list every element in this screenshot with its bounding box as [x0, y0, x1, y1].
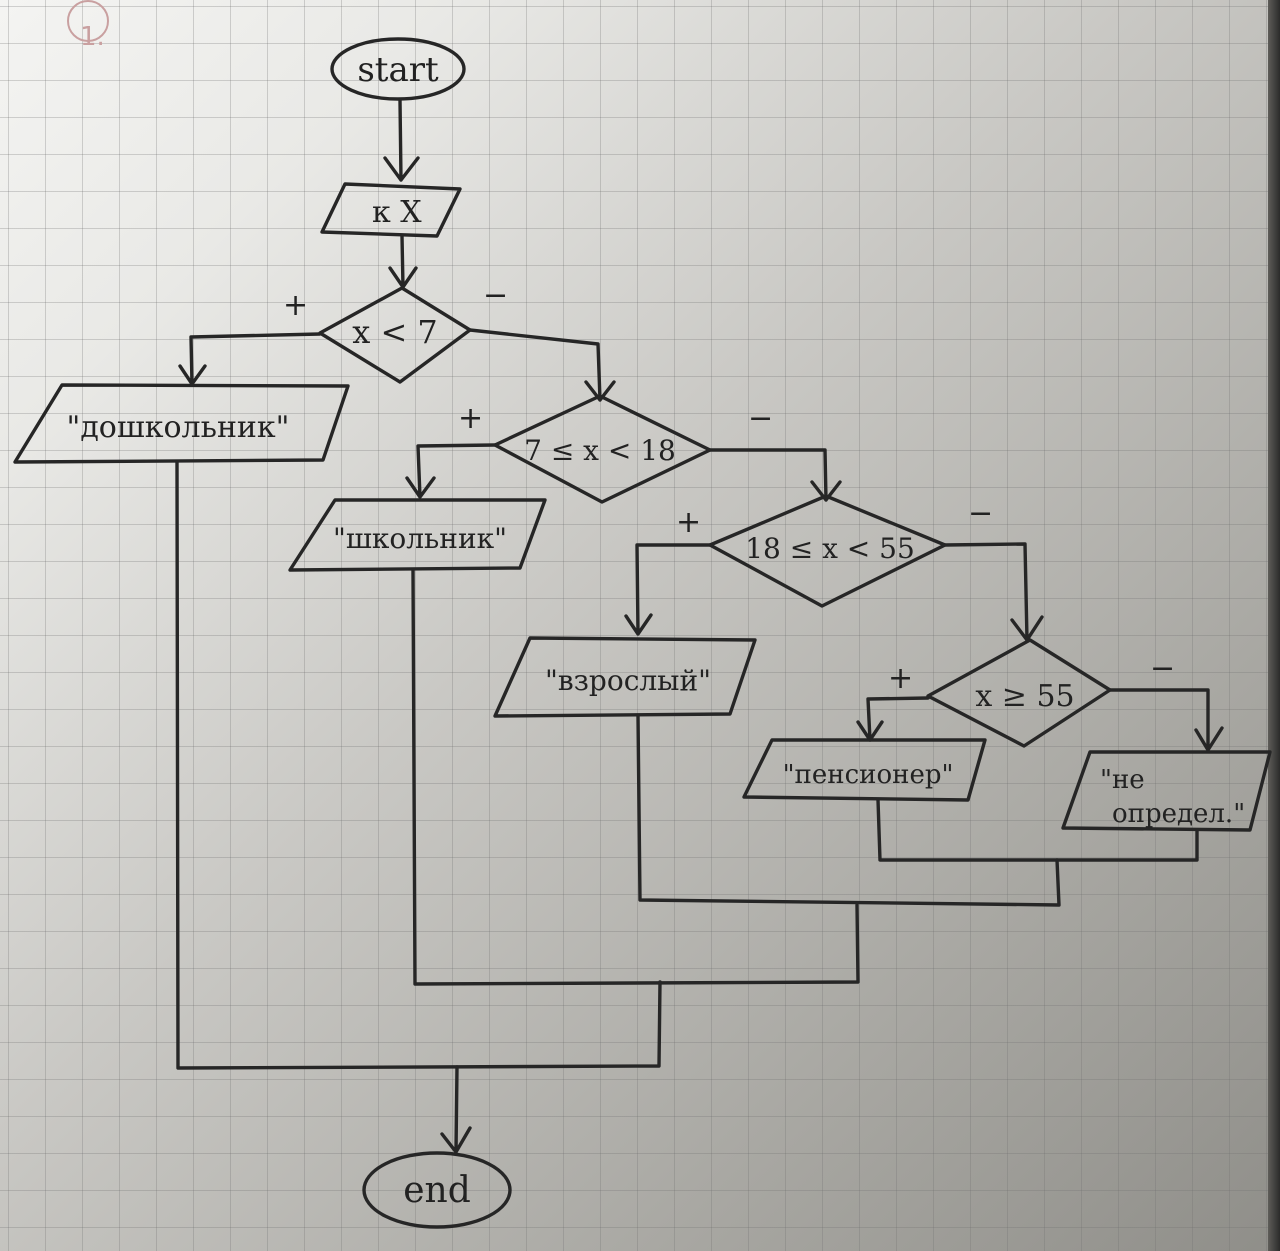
arrow-decision-4-no [1108, 688, 1224, 752]
output-schoolchild-label: "школьник" [333, 522, 507, 555]
input-label: к X [372, 195, 422, 230]
end-terminator: end [362, 1151, 512, 1229]
decision-4-condition: x ≥ 55 [975, 679, 1074, 714]
page-number-text: 1. [80, 22, 105, 52]
arrow-decision-4-yes [856, 696, 930, 742]
decision-3-no-label: − [968, 496, 993, 531]
input-block: к X [320, 182, 462, 238]
output-adult: "взрослый" [493, 636, 757, 718]
merge-connector-3 [636, 714, 1061, 907]
decision-3-yes-label: + [676, 505, 701, 540]
paper-edge [1268, 0, 1280, 1251]
output-schoolchild: "школьник" [288, 498, 547, 572]
merge-connector-2 [411, 568, 860, 986]
decision-2: 7 ≤ x < 18 + − [458, 394, 773, 504]
merge-connector-4-5 [876, 798, 1199, 862]
decision-1: x < 7 + − [283, 278, 508, 384]
decision-2-no-label: − [748, 401, 773, 436]
output-pensioner-label: "пенсионер" [783, 760, 954, 790]
decision-3: 18 ≤ x < 55 + − [676, 494, 993, 608]
decision-4: x ≥ 55 + − [888, 638, 1175, 748]
output-undefined-line-1: "не [1100, 765, 1145, 795]
output-pensioner: "пенсионер" [742, 738, 987, 802]
arrow-decision-2-yes [405, 443, 497, 499]
arrow-decision-3-yes [624, 543, 712, 636]
decision-2-yes-label: + [458, 401, 483, 436]
decision-1-yes-label: + [283, 288, 308, 323]
output-undefined: "не определ." [1061, 750, 1272, 832]
decision-1-condition: x < 7 [352, 313, 438, 351]
arrow-decision-1-yes [178, 332, 322, 386]
page-number-mark: 1. [67, 0, 109, 52]
output-preschooler: "дошкольник" [13, 383, 350, 464]
end-label: end [403, 1170, 471, 1211]
arrow-to-end [440, 1065, 472, 1154]
decision-2-condition: 7 ≤ x < 18 [524, 434, 676, 467]
start-terminator: start [330, 37, 466, 101]
decision-1-no-label: − [483, 278, 508, 313]
arrow-input-to-decision-1 [388, 234, 418, 289]
output-adult-label: "взрослый" [545, 664, 711, 697]
decision-4-no-label: − [1150, 651, 1175, 686]
output-undefined-line-2: определ." [1112, 799, 1245, 829]
decision-3-condition: 18 ≤ x < 55 [745, 532, 915, 565]
decision-4-yes-label: + [888, 661, 913, 696]
arrow-decision-2-no [708, 448, 842, 502]
arrow-decision-3-no [943, 542, 1044, 642]
output-preschooler-label: "дошкольник" [67, 410, 290, 445]
merge-connector-1 [175, 460, 662, 1070]
arrow-decision-1-no [468, 328, 616, 402]
arrow-start-to-input [383, 98, 420, 182]
start-label: start [357, 50, 439, 90]
